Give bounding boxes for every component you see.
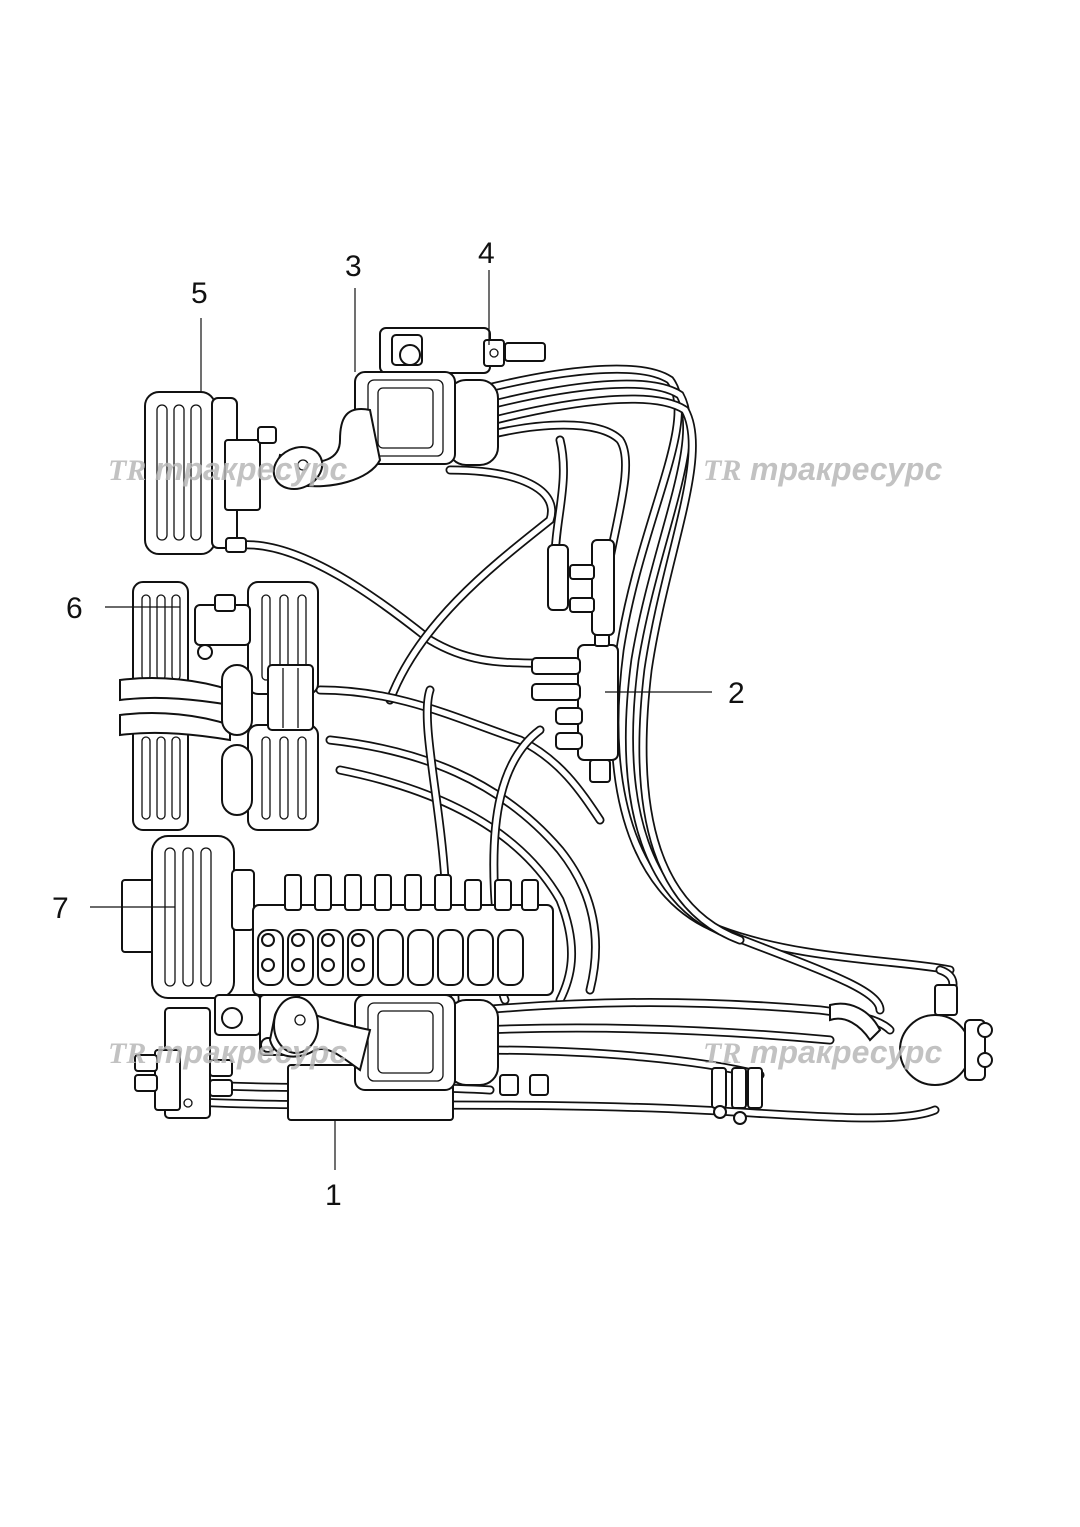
watermark-text: тракресурс [750, 451, 942, 487]
hose-fittings [499, 1067, 763, 1125]
watermark-logo: TR [703, 454, 741, 487]
callout-6: 6 [66, 592, 83, 625]
callout-labels: 1 2 3 4 5 6 7 [52, 237, 745, 1212]
valve-block-part-4 [379, 327, 546, 374]
pressure-valve [134, 1007, 233, 1119]
callout-7: 7 [52, 892, 69, 925]
watermark-logo: TR [108, 1037, 146, 1070]
watermark-logo: TR [108, 454, 146, 487]
callout-4: 4 [478, 237, 495, 270]
accumulator-component [829, 984, 993, 1086]
callout-2: 2 [728, 677, 745, 710]
watermark-text: тракресурс [750, 1034, 942, 1070]
joystick-control-part-1 [268, 994, 499, 1121]
watermark-logo: TR [703, 1037, 741, 1070]
watermark-text: тракресурс [155, 451, 347, 487]
watermark-top-left: TR тракресурс [108, 451, 347, 487]
watermark-top-right: TR тракресурс [703, 451, 942, 487]
watermark-bottom-right: TR тракресурс [703, 1034, 942, 1070]
callout-1: 1 [325, 1179, 342, 1212]
manifold-block-part-2 [531, 539, 619, 783]
pedal-pair-part-6 [119, 581, 319, 831]
callout-5: 5 [191, 277, 208, 310]
watermark-text: тракресурс [155, 1034, 347, 1070]
pedal-part-7 [121, 835, 255, 999]
leader-lines [90, 270, 712, 1170]
watermark-bottom-left: TR тракресурс [108, 1034, 347, 1070]
callout-3: 3 [345, 250, 362, 283]
pedal-part-5 [144, 391, 277, 555]
joystick-control-part-3 [272, 371, 499, 490]
